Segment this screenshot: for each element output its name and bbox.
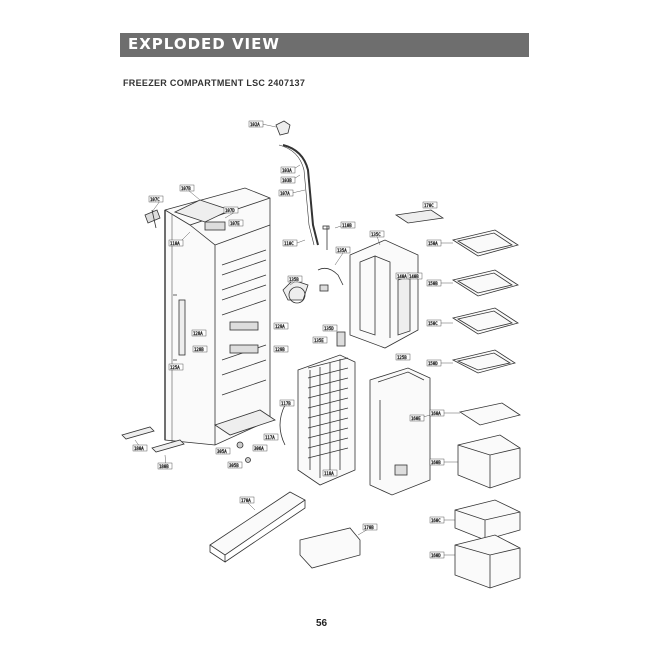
label-center-2: 110C — [284, 241, 294, 246]
label-bin-3: 160C — [431, 518, 441, 523]
label-rear-cover: 140A — [397, 274, 407, 279]
label-center-1: 110B — [342, 223, 352, 228]
fan-motor — [282, 267, 344, 304]
label-misc-4: 129B — [275, 347, 285, 352]
label-bottom-2: 305B — [229, 463, 239, 468]
shelves — [451, 229, 521, 426]
header-bar: EXPLODED VIEW — [120, 33, 529, 57]
label-bin-5: 160E — [411, 416, 421, 421]
label-bracket-left: 125A — [170, 365, 180, 370]
page-number: 56 — [316, 618, 328, 629]
label-top-left-1: 107C — [150, 197, 160, 202]
label-top-cap: 102A — [250, 122, 260, 127]
label-misc-1: 128A — [193, 331, 203, 336]
label-shelf-4: 150D — [428, 361, 438, 366]
label-grille-left-1: 180A — [134, 446, 144, 451]
label-shelf-2: 150B — [428, 281, 438, 286]
top-right-bracket — [394, 209, 445, 224]
label-top-left-bracket: 107B — [181, 186, 191, 191]
part-labels: 102A 103A 103B 107A 107B 107C 107D 107E … — [132, 120, 445, 559]
label-bottom-1: 305A — [217, 449, 227, 454]
label-bin-1: 160A — [431, 411, 441, 416]
label-cover-top: 135C — [371, 232, 381, 237]
label-misc-3: 129A — [275, 324, 285, 329]
label-fan-grille: 135B — [289, 277, 299, 282]
leader-lines — [134, 123, 460, 556]
label-evaporator: 135D — [324, 326, 334, 331]
label-center-5: 118A — [324, 471, 334, 476]
label-rear-cover-2: 140B — [409, 274, 419, 279]
cabinet-body — [164, 187, 276, 463]
label-center-3: 117A — [265, 435, 275, 440]
header-title: EXPLODED VIEW — [128, 35, 280, 53]
label-left-hinge: 110A — [170, 241, 180, 246]
label-small-box: 170C — [424, 203, 434, 208]
label-duct-1: 103A — [282, 168, 292, 173]
label-bracket-left-2: 125B — [397, 355, 407, 360]
top-left-bracket — [144, 209, 161, 229]
label-top-left-2: 107D — [225, 208, 235, 213]
label-bin-4: 160D — [431, 553, 441, 558]
label-shelf-1: 150A — [428, 241, 438, 246]
label-duct-2: 103B — [282, 178, 292, 183]
label-duct-3: 107A — [280, 191, 290, 196]
section-subtitle: FREEZER COMPARTMENT LSC 2407137 — [123, 78, 306, 88]
label-misc-2: 128B — [194, 347, 204, 352]
evap-rear-cover — [349, 239, 419, 349]
evaporator-coil — [279, 331, 356, 486]
bins — [454, 434, 521, 589]
label-bin-2: 160B — [431, 460, 441, 465]
top-duct-assembly — [275, 120, 330, 250]
label-top-left-3: 107E — [230, 221, 240, 226]
label-door-bar: 170B — [364, 525, 374, 530]
label-bottom-3: 306A — [254, 446, 264, 451]
label-evap-base: 135E — [314, 338, 324, 343]
label-bottom-base: 170A — [241, 498, 251, 503]
bottom-parts — [121, 426, 361, 569]
label-shelf-3: 150C — [428, 321, 438, 326]
label-grille-left-2: 180B — [159, 464, 169, 469]
front-cover-panel — [369, 367, 431, 496]
label-fan-motor: 135A — [337, 248, 347, 253]
label-center-4: 117B — [281, 401, 291, 406]
